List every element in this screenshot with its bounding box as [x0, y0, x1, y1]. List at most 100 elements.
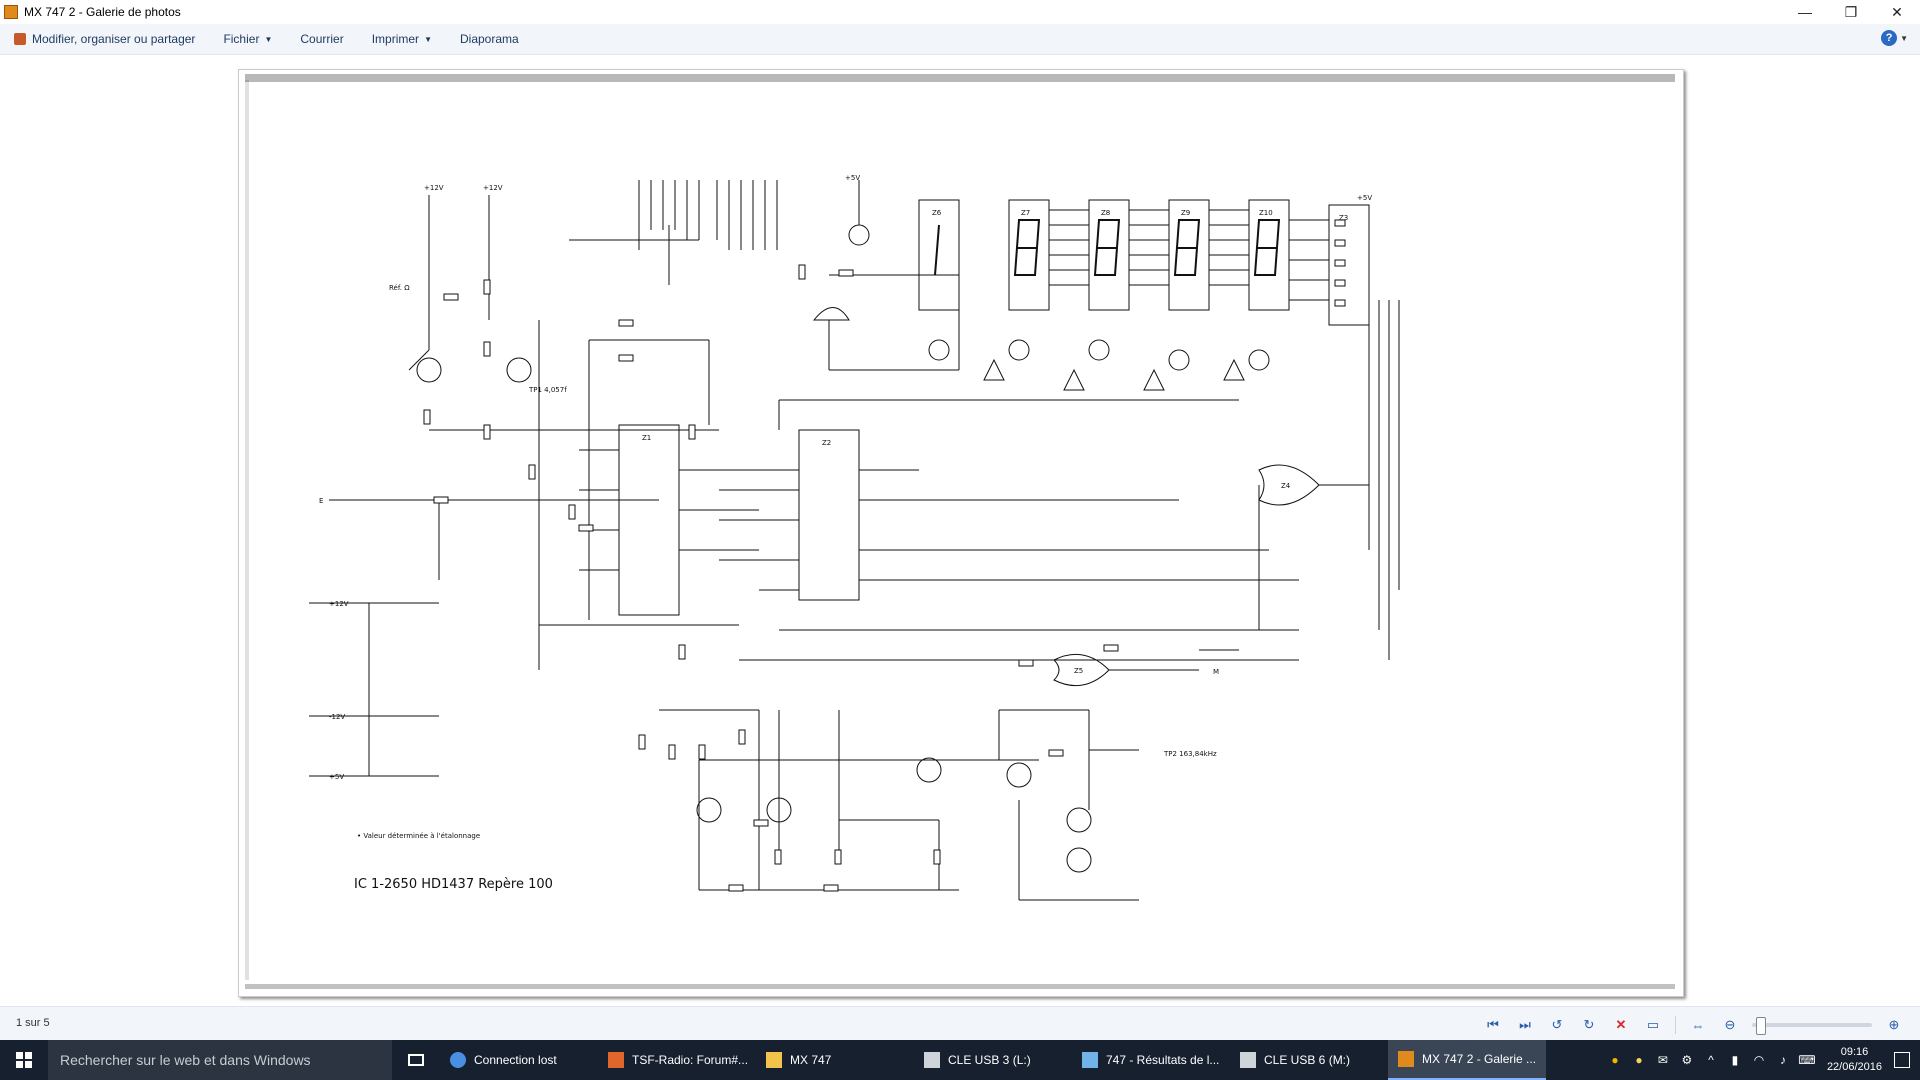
rotate-right-icon: ↻	[1583, 1017, 1595, 1032]
input-e-label: E	[319, 497, 323, 505]
volume-icon[interactable]: ♪	[1779, 1053, 1786, 1067]
rail-p12-label-2: +12V	[483, 184, 503, 192]
taskbar-search[interactable]: Rechercher sur le web et dans Windows	[48, 1040, 392, 1080]
windows-taskbar: Rechercher sur le web et dans Windows Co…	[0, 1040, 1920, 1080]
minimize-button[interactable]: —	[1798, 4, 1812, 20]
zoom-slider[interactable]	[1752, 1017, 1872, 1035]
taskbar-item-mx747-folder[interactable]: MX 747	[756, 1040, 914, 1080]
taskbar-item-label: 747 - Résultats de l...	[1106, 1053, 1220, 1067]
menu-label: Imprimer	[371, 32, 420, 46]
zoom-slider-thumb[interactable]	[1756, 1017, 1766, 1035]
rail-p5-label-3: +5V	[1357, 194, 1372, 202]
schematic-resistors	[423, 219, 1346, 892]
taskbar-item-usb3[interactable]: CLE USB 3 (L:)	[914, 1040, 1072, 1080]
zoom-out-button[interactable]: ⊖	[1720, 1015, 1740, 1035]
photo-counter: 1 sur 5	[16, 1017, 50, 1029]
menu-bar: Modifier, organiser ou partager Fichier …	[0, 24, 1920, 55]
viewer-toolbar: ⏮ ⏭ ↺ ↻ ✕ ▭ ⇔ ⊖ ⊕	[1483, 1015, 1904, 1035]
taskbar-item-label: MX 747 2 - Galerie ...	[1422, 1052, 1537, 1066]
taskbar-item-label: CLE USB 6 (M:)	[1264, 1053, 1351, 1067]
start-button[interactable]	[0, 1040, 48, 1080]
menu-mail[interactable]: Courrier	[286, 24, 357, 54]
photo-gallery-icon	[1398, 1051, 1414, 1067]
rotate-left-icon: ↺	[1551, 1017, 1563, 1032]
delete-button[interactable]: ✕	[1611, 1015, 1631, 1035]
folder-icon	[766, 1052, 782, 1068]
taskbar-clock[interactable]: 09:16 22/06/2016	[1827, 1045, 1882, 1075]
photo-viewer: Réf. Ω +12V +12V +12V -12V +5V +5V +5V E…	[0, 55, 1920, 1005]
task-view-button[interactable]	[392, 1040, 440, 1080]
battery-icon[interactable]: ▮	[1731, 1053, 1739, 1067]
z2-label: Z2	[822, 439, 831, 447]
close-button[interactable]: ✕	[1891, 3, 1903, 20]
network-icon[interactable]: ◠	[1753, 1053, 1765, 1067]
forum-app-icon	[608, 1052, 624, 1068]
clock-date: 22/06/2016	[1826, 1061, 1882, 1073]
m-label: M	[1213, 668, 1219, 676]
z10-label: Z10	[1259, 209, 1273, 217]
menu-label: Courrier	[300, 32, 344, 46]
taskbar-item-label: TSF-Radio: Forum#...	[632, 1053, 749, 1067]
slideshow-button[interactable]: ▭	[1643, 1015, 1663, 1035]
rail-p5-label-2: +5V	[845, 174, 860, 182]
tray-chevron-up-icon[interactable]: ^	[1708, 1053, 1714, 1067]
menu-print[interactable]: Imprimer ▼	[358, 24, 446, 54]
taskbar-item-connection[interactable]: Connection lost	[440, 1040, 598, 1080]
schematic-drawing: Réf. Ω +12V +12V +12V -12V +5V +5V +5V E…	[245, 74, 1675, 989]
menu-label: Modifier, organiser ou partager	[32, 32, 196, 46]
zoom-in-icon: ⊕	[1888, 1017, 1900, 1032]
rail-p5-label: +5V	[329, 773, 344, 781]
title-bar: MX 747 2 - Galerie de photos — ❐ ✕	[0, 0, 1920, 24]
next-photo-button[interactable]: ⏭	[1515, 1015, 1535, 1035]
z3-label: Z3	[1339, 214, 1348, 222]
taskbar-item-usb6[interactable]: CLE USB 6 (M:)	[1230, 1040, 1388, 1080]
rail-p12-label: +12V	[424, 184, 444, 192]
taskbar-item-label: Connection lost	[474, 1053, 557, 1067]
rotate-right-button[interactable]: ↻	[1579, 1015, 1599, 1035]
restore-button[interactable]: ❐	[1844, 3, 1858, 20]
rotate-left-button[interactable]: ↺	[1547, 1015, 1567, 1035]
taskbar-item-label: MX 747	[790, 1053, 832, 1067]
caret-down-icon: ▼	[1900, 33, 1908, 43]
help-button[interactable]: ? ▼	[1881, 30, 1908, 46]
menu-edit-organize-share[interactable]: Modifier, organiser ou partager	[0, 24, 209, 54]
z1-label: Z1	[642, 434, 651, 442]
ref-label: Réf. Ω	[389, 284, 410, 292]
edit-organize-icon	[14, 33, 26, 45]
caret-down-icon: ▼	[424, 34, 432, 44]
menu-slideshow[interactable]: Diaporama	[446, 24, 533, 54]
zoom-out-icon: ⊖	[1724, 1017, 1736, 1032]
menu-file[interactable]: Fichier ▼	[209, 24, 286, 54]
action-center-icon[interactable]	[1894, 1052, 1910, 1068]
scan-edge-left	[245, 80, 249, 980]
usb-drive-icon	[924, 1052, 940, 1068]
keyboard-icon[interactable]: ⌨	[1798, 1053, 1816, 1067]
tray-app-icon-2[interactable]: ●	[1635, 1053, 1643, 1067]
toolbar-separator	[1675, 1016, 1676, 1034]
taskbar-item-photo-gallery[interactable]: MX 747 2 - Galerie ...	[1388, 1040, 1546, 1080]
schematic-caption: IC 1-2650 HD1437 Repère 100	[354, 877, 553, 892]
taskbar-item-forum[interactable]: TSF-Radio: Forum#...	[598, 1040, 756, 1080]
delete-icon: ✕	[1615, 1017, 1627, 1032]
system-tray: ● ● ✉ ⚙ ^ ▮ ◠ ♪ ⌨ 09:16 22/06/2016	[1603, 1040, 1920, 1080]
task-view-icon	[408, 1054, 424, 1066]
caret-down-icon: ▼	[264, 34, 273, 44]
schematic-wires	[309, 180, 1400, 901]
zoom-in-button[interactable]: ⊕	[1884, 1015, 1904, 1035]
tray-app-icon[interactable]: ●	[1611, 1053, 1619, 1067]
tray-settings-icon[interactable]: ⚙	[1681, 1053, 1693, 1067]
clock-time: 09:16	[1840, 1046, 1869, 1058]
schematic-photo: Réf. Ω +12V +12V +12V -12V +5V +5V +5V E…	[238, 69, 1684, 997]
menu-label: Diaporama	[459, 32, 519, 46]
skip-previous-icon: ⏮	[1487, 1017, 1499, 1032]
window-title: MX 747 2 - Galerie de photos	[24, 5, 181, 19]
scan-edge-top	[245, 74, 1675, 82]
calibration-note: • Valeur déterminée à l'étalonnage	[357, 832, 480, 840]
tray-mail-icon[interactable]: ✉	[1657, 1053, 1668, 1067]
fit-window-button[interactable]: ⇔	[1688, 1015, 1708, 1035]
monitor-icon: ▭	[1646, 1017, 1660, 1032]
photo-gallery-app-icon	[4, 5, 18, 19]
previous-photo-button[interactable]: ⏮	[1483, 1015, 1503, 1035]
taskbar-item-search-results[interactable]: 747 - Résultats de l...	[1072, 1040, 1230, 1080]
browser-icon	[450, 1052, 466, 1068]
